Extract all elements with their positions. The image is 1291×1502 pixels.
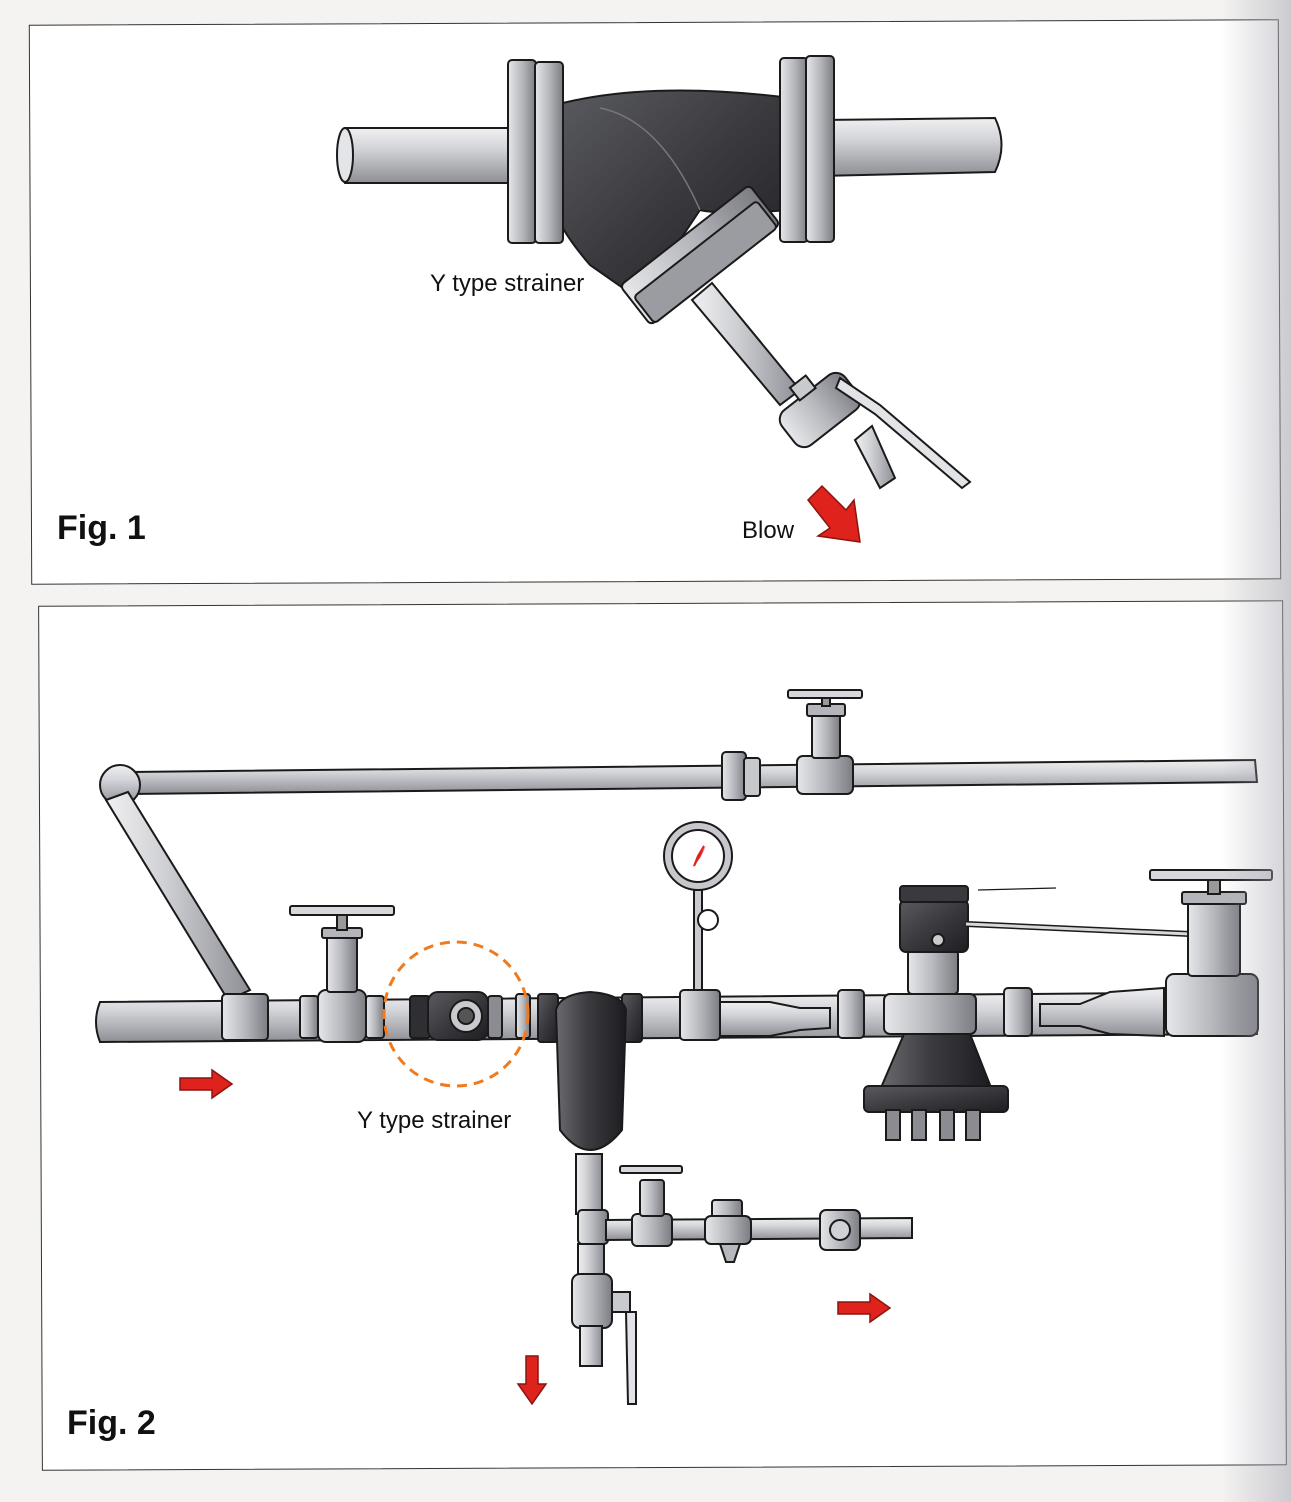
fig2-main-line [95,821,1273,1215]
fig2-separator [537,990,643,1215]
fig2-bypass-union-b [743,757,761,797]
fig2-inlet-globe-valve [289,905,395,1043]
fig1-blowdown-pipe [690,281,802,407]
fig2-drain-valve [571,1273,613,1329]
fig1-strainer-label: Y type strainer [430,270,585,297]
fig1-flange-left-outer [507,59,537,244]
fig2-bypass-handwheel [787,689,863,699]
fig1-label: Fig. 1 [57,509,146,547]
fig1-flange-left-inner [534,61,564,244]
fig2-reducer-out [1039,986,1165,1038]
fig1-valve-handle [834,376,972,490]
fig2-bypass-diagonal [104,790,252,1002]
fig2-label: Fig. 2 [67,1404,156,1442]
fig1-pipe-left [339,127,521,184]
fig1-strainer-assembly [336,55,1003,490]
fig2-drain-handle [624,1311,637,1405]
fig1-valve-outlet [853,424,897,490]
fig2-pressure-gauge [663,821,733,1041]
fig1-flange-right-outer [805,55,835,243]
fig2-drain-arrow [516,1355,548,1406]
fig2-outlet-handwheel [1149,869,1273,881]
fig2-bypass-line [99,689,1259,1002]
fig2-strainer-highlight-circle [382,940,530,1088]
fig2-outlet-globe-valve [1149,869,1273,1037]
fig2-flow-arrows [179,1068,892,1406]
fig2-steam-trap [704,1199,752,1263]
fig2-union-out [1003,987,1033,1037]
fig2-y-strainer [409,991,531,1041]
fig2-inlet-arrow [179,1068,234,1100]
fig2-inlet-handwheel [289,905,395,916]
fig1-pipe-right [819,116,1003,178]
fig2-drain-tee [577,1209,609,1245]
fig2-outlet-arrow [837,1292,892,1324]
fig2-bypass-pipe [129,758,1259,796]
fig2-bypass-union-a [721,751,747,801]
fig2-trap-globe-valve [631,1213,673,1247]
fig2-strainer-label: Y type strainer [357,1107,512,1134]
fig1-blow-arrow [806,484,861,543]
fig2-bypass-tee [221,993,269,1041]
fig2-bypass-globe-valve [787,689,863,795]
fig2-union-in [837,989,865,1039]
fig1-blow-label: Blow [742,517,795,544]
fig2-pressure-reducing-valve [863,885,1191,1141]
fig1-flange-right-inner [779,57,809,243]
fig2-drain-branch [571,1165,913,1405]
fig2-reducer-in [719,1001,831,1037]
